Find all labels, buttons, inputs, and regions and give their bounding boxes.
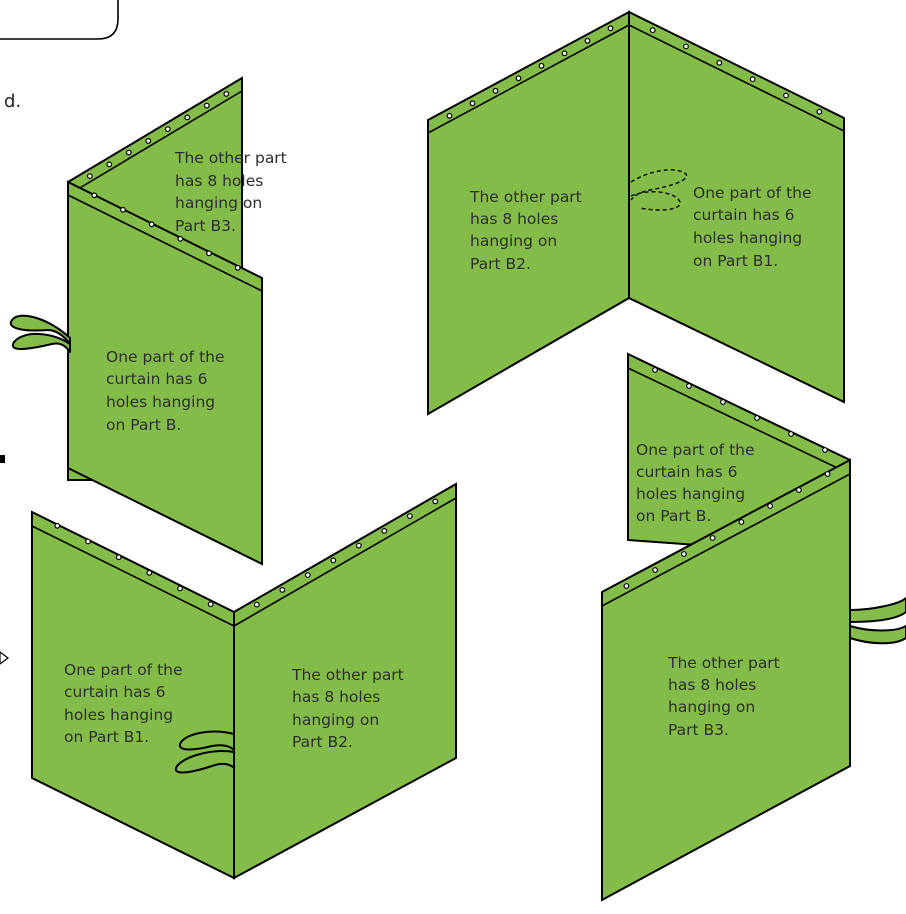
eyelet-hole	[206, 250, 212, 257]
fig2-left-label: The other part has 8 holes hanging on Pa…	[469, 188, 587, 273]
eyelet-hole	[279, 587, 286, 593]
eyelet-hole	[115, 554, 122, 561]
eyelet-hole	[145, 137, 152, 144]
eyelet-hole	[686, 383, 692, 389]
fig3-left-holes	[54, 522, 214, 608]
eyelet-hole	[796, 487, 802, 493]
fig1-back-holes	[86, 90, 230, 180]
fig1-back-hem	[67, 90, 243, 196]
eyelet-hole	[816, 108, 823, 115]
eyelet-hole	[207, 601, 214, 608]
eyelet-hole	[91, 192, 98, 199]
fig1-back-label: The other part has 8 holes hanging on Pa…	[174, 149, 292, 235]
fig3-tie-icon	[178, 730, 235, 751]
fig4-front-holes	[623, 471, 831, 589]
fig2-right-panel	[628, 10, 845, 404]
fig4-back-holes	[652, 367, 828, 453]
eyelet-hole	[146, 569, 153, 576]
eyelet-hole	[607, 25, 614, 32]
figure-4: One part of the curtain has 6 holes hang…	[601, 352, 906, 902]
eyelet-hole	[125, 149, 132, 156]
eyelet-hole	[203, 102, 210, 109]
eyelet-hole	[824, 471, 831, 477]
figure-2: The other part has 8 holes hanging on Pa…	[427, 10, 845, 416]
eyelet-hole	[649, 27, 656, 34]
fig1-tie-icon	[9, 314, 71, 345]
eyelet-hole	[720, 399, 726, 405]
eyelet-hole	[432, 498, 439, 505]
eyelet-hole	[86, 173, 93, 180]
figure-1: The other part has 8 holes hanging on Pa…	[9, 76, 292, 566]
eyelet-hole	[623, 583, 630, 589]
fig1-front-hem	[67, 194, 263, 292]
eyelet-hole	[652, 567, 658, 573]
fig1-front-holes	[91, 192, 241, 271]
eyelet-hole	[561, 50, 568, 57]
eyelet-hole	[355, 542, 362, 549]
eyelet-hole	[381, 528, 388, 534]
eyelet-hole	[120, 206, 126, 213]
edge-arrow-icon	[0, 651, 9, 665]
eyelet-hole	[738, 519, 745, 525]
eyelet-hole	[788, 431, 794, 437]
eyelet-hole	[406, 513, 413, 519]
eyelet-hole	[469, 100, 476, 107]
fig4-front-panel	[601, 458, 851, 902]
eyelet-hole	[223, 90, 230, 97]
eyelet-hole	[822, 447, 828, 453]
fig3-left-label: One part of the curtain has 6 holes hang…	[64, 661, 187, 746]
fig2-right-label: One part of the curtain has 6 holes hang…	[693, 184, 816, 270]
fig3-right-label: The other part has 8 holes hanging on Pa…	[291, 666, 409, 751]
eyelet-hole	[184, 114, 191, 121]
fig2-right-holes	[649, 27, 823, 115]
eyelet-hole	[749, 76, 756, 83]
fig4-front-label: The other part has 8 holes hanging on Pa…	[667, 654, 785, 739]
fragment-text: d.	[4, 91, 21, 112]
eyelet-hole	[446, 112, 453, 119]
fig2-left-holes	[446, 25, 614, 119]
eyelet-hole	[584, 37, 591, 44]
eyelet-hole	[681, 551, 687, 557]
eyelet-hole	[783, 92, 789, 99]
fig3-right-panel	[233, 482, 457, 880]
eyelet-hole	[253, 601, 260, 608]
eyelet-hole	[234, 264, 241, 271]
eyelet-hole	[85, 538, 91, 545]
eyelet-hole	[164, 126, 171, 133]
fig1-front-panel	[67, 180, 263, 566]
fig3-right-holes	[253, 498, 439, 608]
eyelet-hole	[177, 235, 184, 242]
fig1-front-label: One part of the curtain has 6 holes hang…	[106, 348, 229, 434]
eyelet-hole	[515, 75, 522, 82]
eyelet-hole	[754, 415, 760, 421]
eyelet-hole	[716, 59, 723, 66]
eyelet-hole	[538, 62, 545, 69]
eyelet-hole	[106, 161, 113, 168]
callout-frame	[0, 0, 119, 40]
edge-mark	[0, 455, 5, 463]
eyelet-hole	[709, 535, 716, 541]
fig4-tie-icon	[849, 597, 906, 623]
eyelet-hole	[304, 572, 311, 578]
eyelet-hole	[177, 585, 183, 592]
eyelet-hole	[492, 87, 499, 94]
eyelet-hole	[652, 367, 658, 373]
eyelet-hole	[767, 503, 773, 509]
figure-3: One part of the curtain has 6 holes hang…	[31, 482, 457, 880]
eyelet-hole	[330, 557, 337, 564]
eyelet-hole	[683, 43, 689, 50]
fig4-back-label: One part of the curtain has 6 holes hang…	[636, 441, 759, 525]
eyelet-hole	[148, 221, 155, 228]
eyelet-hole	[54, 522, 61, 529]
